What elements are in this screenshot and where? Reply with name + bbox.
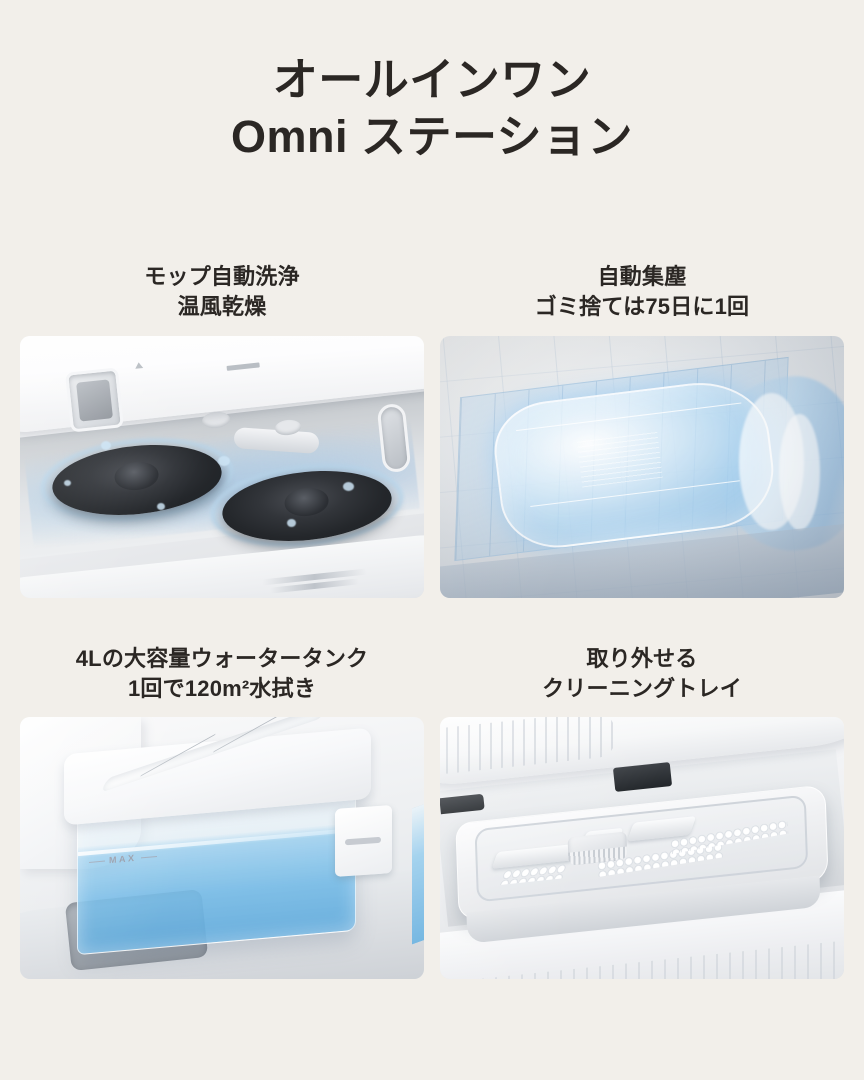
feature-image-auto-dust-collection [440,335,844,598]
feature-card-cleaning-tray: 取り外せる クリーニングトレイ [440,644,844,980]
water-tank-max-label: MAX [108,852,137,865]
feature-caption-water-tank: 4Lの大容量ウォータータンク 1回で120m²水拭き [20,644,424,705]
water-droplet [343,482,355,492]
water-droplet [64,479,72,486]
water-droplet [100,440,111,450]
caption-line-2: クリーニングトレイ [542,676,742,702]
left-port [65,367,124,433]
airflow-stream [779,414,820,530]
feature-card-water-tank: 4Lの大容量ウォータータンク 1回で120m²水拭き MAX [20,644,424,980]
floor-ribs [442,940,844,980]
feature-card-auto-dust-collection: 自動集塵 ゴミ捨ては75日に1回 [440,262,844,598]
feature-caption-cleaning-tray: 取り外せる クリーニングトレイ [440,644,844,705]
triangle-marker-icon [134,361,144,369]
feature-grid: モップ自動洗浄 温風乾燥 [20,262,844,980]
water-tank-side-face [411,789,424,945]
water-tank-handle[interactable] [335,804,392,877]
feature-image-water-tank: MAX [20,717,424,980]
feature-image-cleaning-tray [440,717,844,980]
page-title-line-1: オールインワン [272,54,592,105]
page-title-line-2: Omni ステーション [230,110,634,162]
lid-notch [226,362,260,371]
water-droplet [217,456,230,467]
caption-line-2: ゴミ捨ては75日に1回 [534,294,750,320]
feature-image-mop-auto-wash [20,335,424,598]
feature-caption-auto-dust-collection: 自動集塵 ゴミ捨ては75日に1回 [440,262,844,323]
top-cover-ribs [440,717,618,776]
feature-card-mop-auto-wash: モップ自動洗浄 温風乾燥 [20,262,424,598]
lid-fill-slot [139,734,216,779]
caption-line-2: 1回で120m²水拭き [127,676,317,702]
caption-line-2: 温風乾燥 [177,294,267,320]
water-surface-line [77,828,355,857]
page-title: オールインワン Omni ステーション [0,52,864,165]
lid-fill-slot [212,717,294,755]
water-droplet [286,519,296,528]
caption-line-1: 4Lの大容量ウォータータンク [75,645,369,671]
image-vignette [440,335,844,598]
left-port-inner [76,378,114,422]
caption-line-1: モップ自動洗浄 [144,264,300,289]
handle-grip-bar [345,836,382,845]
caption-line-1: 取り外せる [586,645,698,671]
water-droplet [157,503,166,511]
caption-line-1: 自動集塵 [597,264,687,289]
feature-caption-mop-auto-wash: モップ自動洗浄 温風乾燥 [20,262,424,323]
